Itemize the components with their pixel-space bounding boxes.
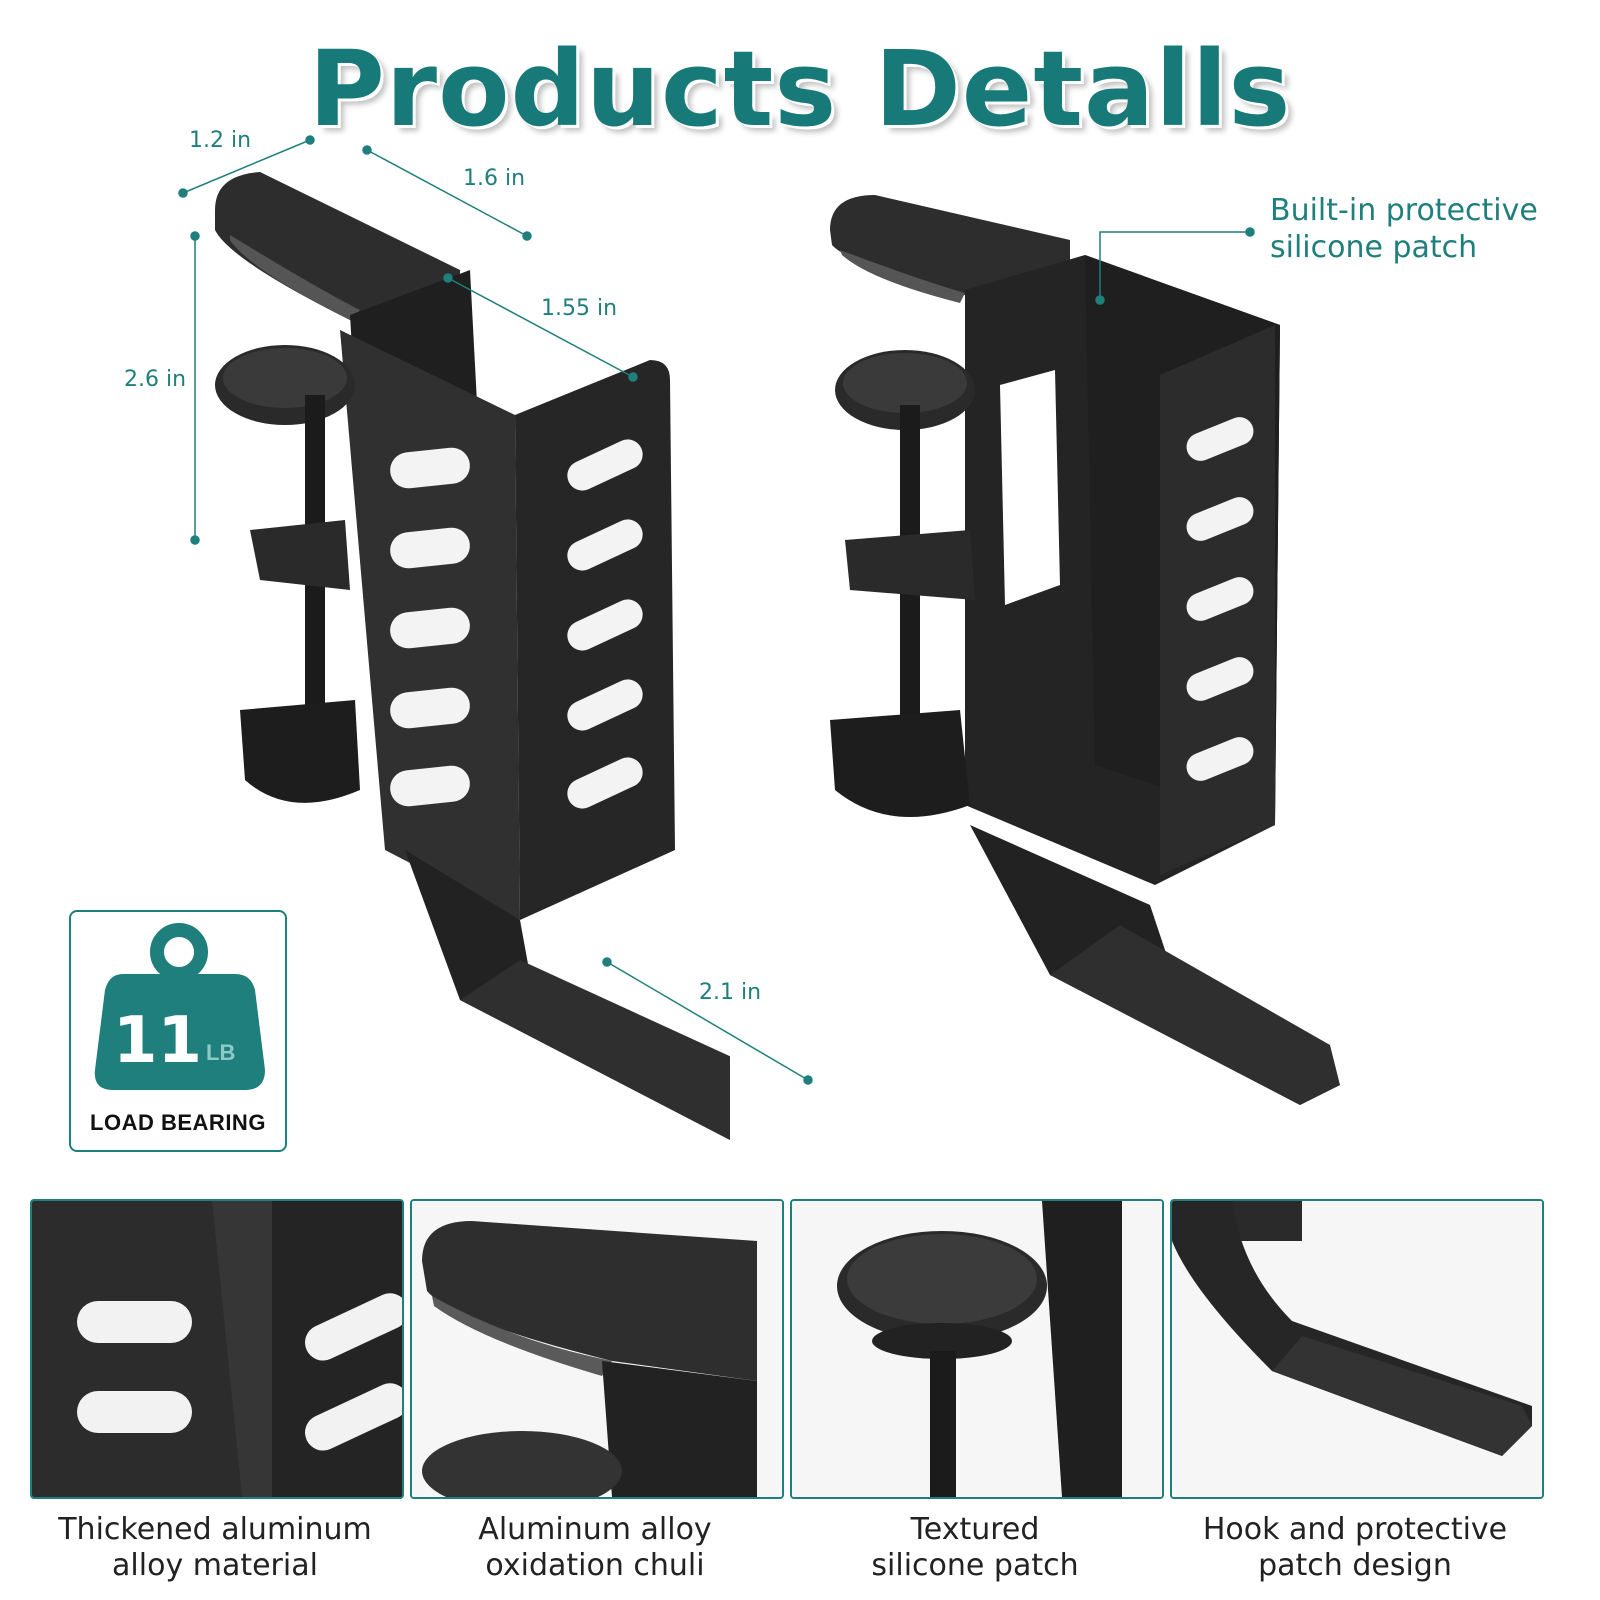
dimension-depth-top: 1.6 in bbox=[463, 166, 526, 191]
dimension-height: 2.6 in bbox=[124, 367, 187, 392]
weight-icon bbox=[94, 923, 265, 1090]
feature-caption-oxidation-line-1: Aluminum alloy bbox=[478, 1512, 712, 1547]
product-image-back bbox=[830, 195, 1340, 1105]
feature-tile-hook bbox=[1170, 1199, 1544, 1499]
callout-line-1: Built-in protective bbox=[1270, 193, 1538, 228]
product-image-front bbox=[215, 172, 730, 1140]
feature-tile-silicone bbox=[790, 1199, 1164, 1499]
load-unit: LB bbox=[206, 1040, 236, 1065]
feature-caption-oxidation-line-2: oxidation chuli bbox=[485, 1548, 705, 1583]
feature-caption-hook: Hook and protective patch design bbox=[1165, 1512, 1545, 1584]
feature-caption-hook-line-2: patch design bbox=[1258, 1548, 1452, 1583]
feature-caption-material-line-2: alloy material bbox=[112, 1548, 318, 1583]
feature-caption-silicone-line-2: silicone patch bbox=[871, 1548, 1079, 1583]
feature-caption-hook-line-1: Hook and protective bbox=[1202, 1512, 1508, 1547]
feature-caption-material: Thickened aluminum alloy material bbox=[25, 1512, 405, 1584]
load-value: 11 bbox=[113, 1004, 203, 1078]
callout-line-2: silicone patch bbox=[1270, 230, 1478, 265]
feature-tile-oxidation bbox=[410, 1199, 784, 1499]
dimension-width-top: 1.2 in bbox=[189, 128, 252, 153]
silicone-patch-callout: Built-in protective silicone patch bbox=[1270, 192, 1538, 266]
feature-caption-material-line-1: Thickened aluminum bbox=[58, 1512, 372, 1547]
page-title: Products Detalls bbox=[308, 28, 1292, 150]
dimension-hook: 2.1 in bbox=[699, 980, 762, 1005]
feature-tile-material bbox=[30, 1199, 404, 1499]
feature-caption-oxidation: Aluminum alloy oxidation chuli bbox=[405, 1512, 785, 1584]
load-bearing-badge: 11 LB LOAD BEARING bbox=[69, 910, 287, 1152]
feature-caption-silicone-line-1: Textured bbox=[910, 1512, 1040, 1547]
load-bearing-label: LOAD BEARING bbox=[90, 1110, 266, 1135]
feature-caption-silicone: Textured silicone patch bbox=[785, 1512, 1165, 1584]
dimension-inner: 1.55 in bbox=[541, 296, 618, 321]
